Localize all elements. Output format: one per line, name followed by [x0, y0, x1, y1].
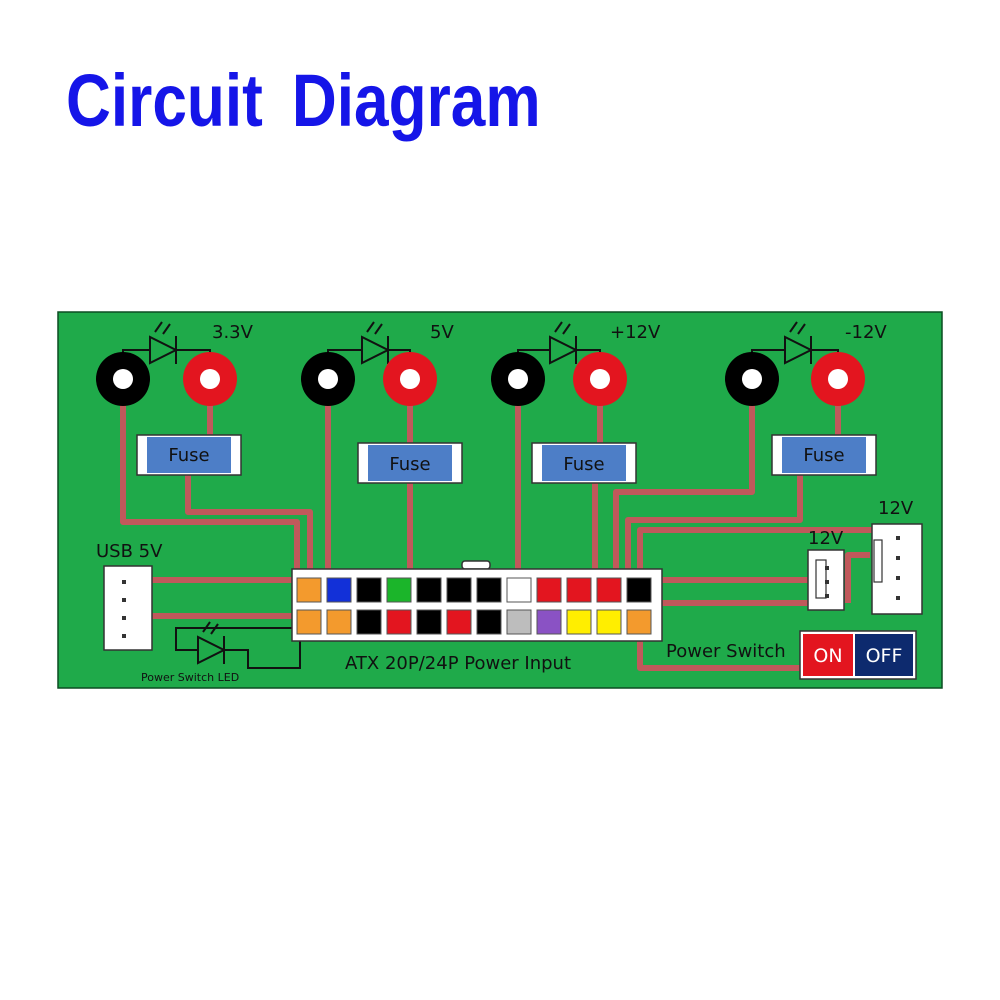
atx-top-pin-6: [446, 577, 472, 603]
post-red-n12v: [811, 352, 865, 406]
trace-fan-4: [845, 552, 870, 603]
switch-on-label: ON: [813, 645, 842, 667]
atx-bottom-pin-10: [566, 609, 592, 635]
post-black-3v3: [96, 352, 150, 406]
atx-bottom-pin-1: [296, 609, 322, 635]
fuse-label-5v: Fuse: [389, 454, 430, 475]
post-black-n12v: [725, 352, 779, 406]
voltage-label-12v: +12V: [610, 322, 661, 343]
fan-small-label: 12V: [808, 528, 844, 549]
atx-top-pin-11: [596, 577, 622, 603]
atx-bottom-pin-4: [386, 609, 412, 635]
binding-posts: [96, 352, 865, 406]
atx-top-pin-1: [296, 577, 322, 603]
post-red-5v: [383, 352, 437, 406]
switch-off-button[interactable]: [855, 634, 913, 676]
fuse-n12v: Fuse: [771, 434, 877, 476]
atx-top-pin-8: [506, 577, 532, 603]
fan-large-label: 12V: [878, 498, 914, 519]
atx-label: ATX 20P/24P Power Input: [345, 653, 571, 674]
usb-label: USB 5V: [96, 541, 163, 562]
page-title: Circuit Diagram: [66, 59, 541, 142]
atx-pins-bottom: [296, 609, 652, 635]
atx-top-pin-10: [566, 577, 592, 603]
fuse-label-3v3: Fuse: [168, 445, 209, 466]
voltage-label-5v: 5V: [430, 322, 454, 343]
atx-bottom-pin-5: [416, 609, 442, 635]
post-black-12v: [491, 352, 545, 406]
trace-3v3-ground: [120, 398, 300, 580]
atx-bottom-pin-11: [596, 609, 622, 635]
fan-connector-small: [807, 549, 845, 611]
atx-top-pin-7: [476, 577, 502, 603]
atx-top-pin-4: [386, 577, 412, 603]
atx-bottom-pin-12: [626, 609, 652, 635]
atx-top-pin-3: [356, 577, 382, 603]
atx-top-pin-2: [326, 577, 352, 603]
fuse-3v3: Fuse: [136, 434, 242, 476]
atx-pins-top: [296, 577, 652, 603]
led-power-switch: [175, 621, 301, 669]
atx-bottom-pin-2: [326, 609, 352, 635]
atx-top-pin-5: [416, 577, 442, 603]
power-switch[interactable]: ON OFF: [799, 630, 917, 680]
usb-connector: [103, 565, 153, 651]
trace-fan-1: [637, 527, 900, 580]
atx-bottom-pin-9: [536, 609, 562, 635]
post-red-3v3: [183, 352, 237, 406]
switch-on-button[interactable]: [803, 634, 853, 676]
pcb-traces: [120, 398, 900, 671]
fuse-5v: Fuse: [357, 442, 463, 484]
voltage-label-n12v: -12V: [845, 322, 887, 343]
trace-switch: [637, 640, 802, 671]
switch-off-label: OFF: [866, 645, 903, 667]
led-label: Power Switch LED: [141, 671, 239, 684]
fan-connector-large: [871, 523, 923, 615]
post-black-5v: [301, 352, 355, 406]
atx-connector: [291, 560, 663, 642]
atx-bottom-pin-6: [446, 609, 472, 635]
fuse-12v: Fuse: [531, 442, 637, 484]
atx-top-pin-12: [626, 577, 652, 603]
voltage-label-3v3: 3.3V: [212, 322, 254, 343]
trace-n12v-out: [625, 473, 803, 580]
atx-top-pin-9: [536, 577, 562, 603]
atx-bottom-pin-3: [356, 609, 382, 635]
trace-3v3-out: [185, 473, 313, 580]
post-red-12v: [573, 352, 627, 406]
fuse-label-n12v: Fuse: [803, 445, 844, 466]
atx-bottom-pin-8: [506, 609, 532, 635]
fuse-label-12v: Fuse: [563, 454, 604, 475]
atx-bottom-pin-7: [476, 609, 502, 635]
trace-n12v-ground: [613, 398, 755, 580]
power-switch-label: Power Switch: [666, 641, 786, 662]
